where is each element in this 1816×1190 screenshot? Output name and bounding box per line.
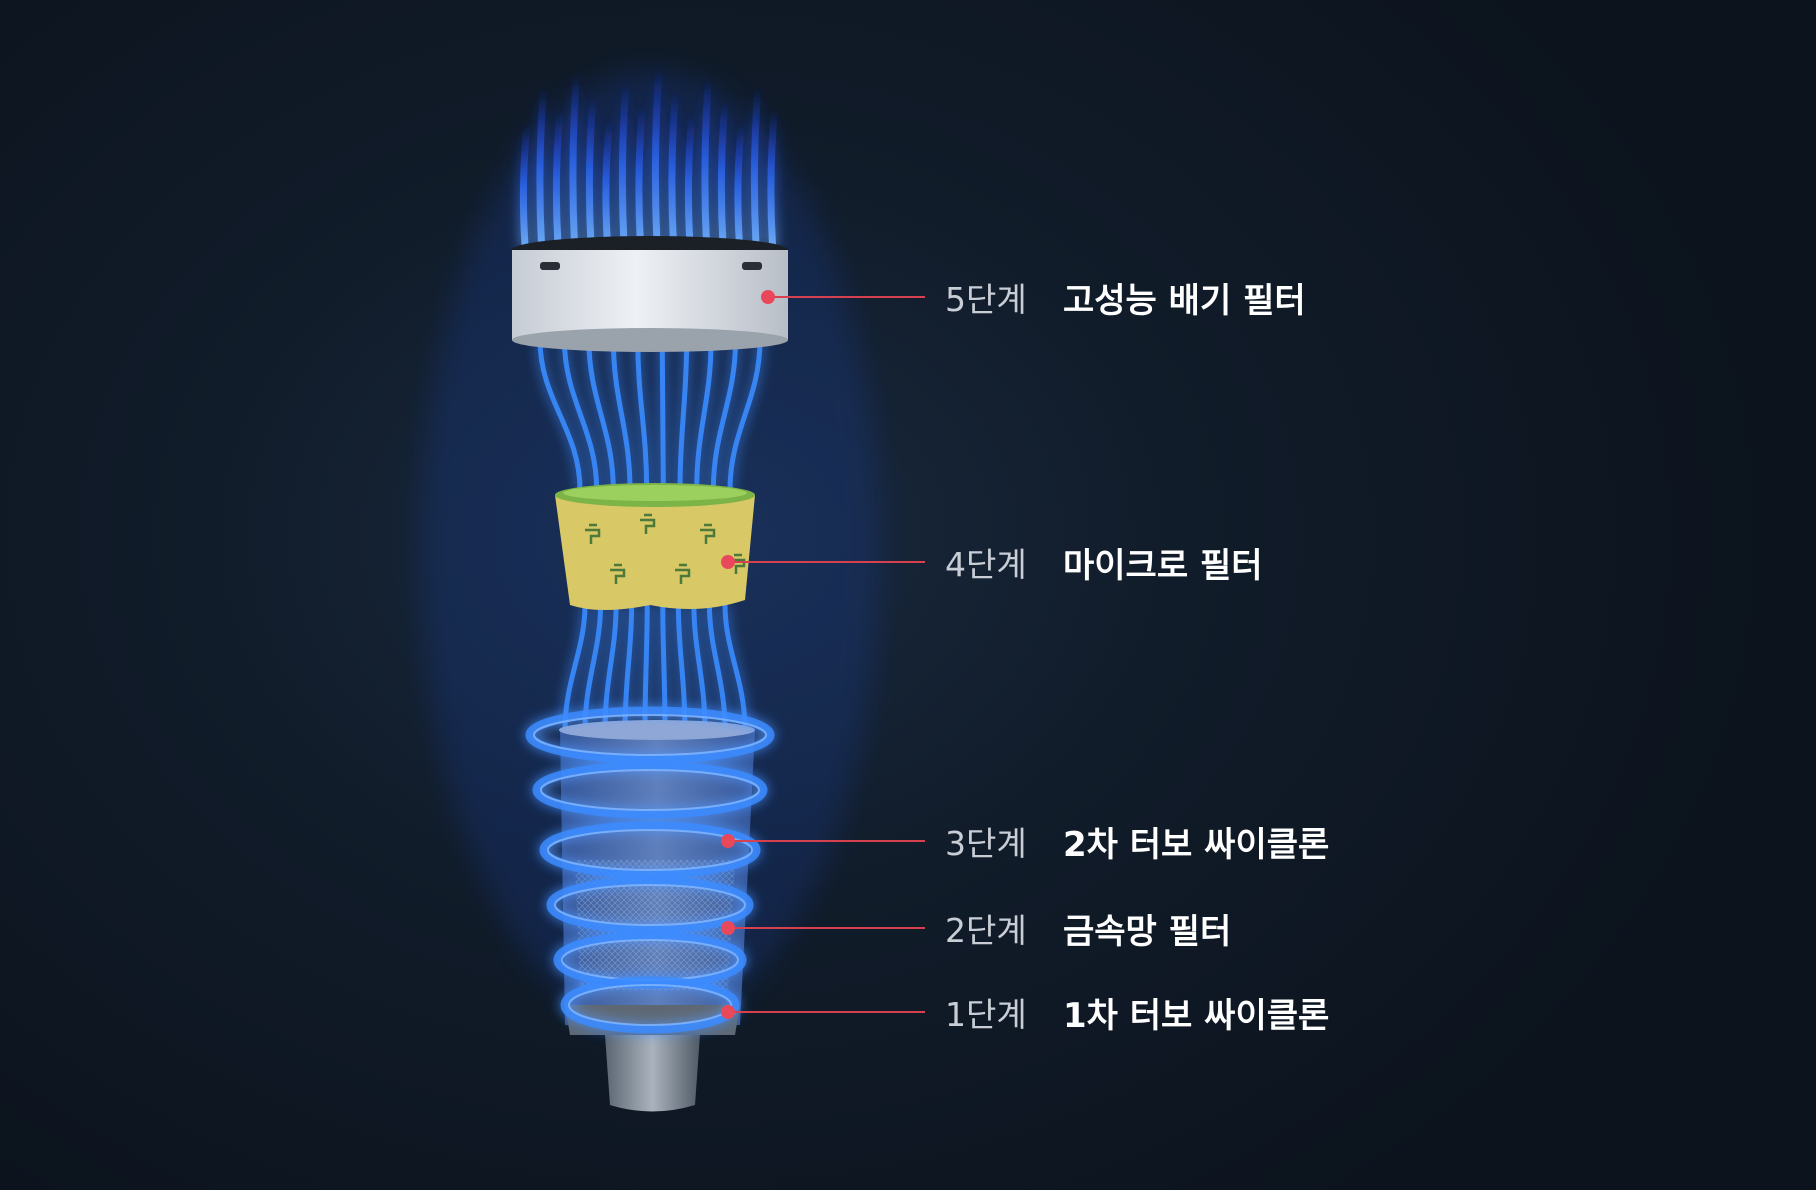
stage-5-label: 5단계 고성능 배기 필터: [945, 272, 1306, 322]
airflow-streak: [710, 339, 739, 491]
exhaust-flame-streak: [767, 106, 778, 249]
faucet-mark: [700, 523, 716, 544]
stage-title: 금속망 필터: [1063, 911, 1232, 952]
swirl-ring: [532, 761, 768, 819]
stage-title: 고성능 배기 필터: [1063, 280, 1306, 321]
swirl-ring: [546, 876, 754, 934]
exhaust-flame-streak: [569, 70, 580, 249]
exhaust-flame-streak: [651, 65, 663, 249]
exhaust-flame-streak: [519, 121, 531, 249]
exhaust-filter: [512, 236, 788, 352]
leader-lines: [721, 290, 925, 1019]
faucet-print-icon: [585, 513, 746, 584]
leader-dot: [721, 555, 735, 569]
leader-dot: [721, 921, 735, 935]
exhaust-airflow-top: [519, 65, 778, 249]
swirl-highlight: [533, 714, 767, 756]
swirl-highlight: [554, 884, 746, 926]
stage-title: 마이크로 필터: [1063, 545, 1263, 586]
stage-number: 3단계: [945, 824, 1027, 863]
cyclone-swirl-airflow: [525, 706, 775, 1034]
stage-number: 2단계: [945, 911, 1027, 950]
airflow-streak: [610, 339, 633, 491]
stage-4-label: 4단계 마이크로 필터: [945, 537, 1263, 587]
exhaust-flame-streak: [717, 97, 729, 249]
airflow-streak: [659, 339, 666, 491]
exhaust-flame-streak: [618, 79, 630, 249]
exhaust-flame-streak: [668, 88, 679, 249]
airflow-streak: [722, 604, 748, 731]
swirl-ring: [525, 706, 775, 764]
exhaust-flame-streak: [536, 84, 547, 249]
exhaust-flame-streak: [701, 74, 712, 249]
stage-1-label: 1단계 1차 터보 싸이클론: [945, 987, 1329, 1037]
faucet-mark: [585, 523, 601, 544]
cyclone-cup: [559, 720, 755, 1112]
airflow-streak: [694, 339, 714, 491]
faucet-mark: [610, 563, 626, 584]
exhaust-flame-streak: [585, 93, 597, 249]
stage-2-label: 2단계 금속망 필터: [945, 903, 1231, 953]
stage-title: 1차 터보 싸이클론: [1063, 995, 1330, 1036]
leader-dot: [721, 1005, 735, 1019]
exhaust-flame-streak: [750, 83, 762, 249]
leader-dot: [721, 834, 735, 848]
exhaust-flame-streak: [552, 107, 564, 249]
airflow-streak: [537, 339, 583, 491]
stage-number: 1단계: [945, 995, 1027, 1034]
swirl-highlight: [540, 769, 760, 811]
airflow-streak: [677, 339, 690, 491]
stage-title: 2차 터보 싸이클론: [1063, 824, 1330, 865]
airflow-streak: [727, 339, 763, 491]
airflow-upper: [537, 339, 763, 491]
swirl-ring: [539, 821, 761, 879]
exhaust-flame-streak: [684, 111, 696, 249]
airflow-streak: [561, 339, 600, 491]
stage-3-label: 3단계 2차 터보 싸이클론: [945, 816, 1329, 866]
stage-number: 4단계: [945, 545, 1027, 584]
faucet-mark: [730, 553, 746, 574]
swirl-ring: [560, 976, 740, 1034]
exhaust-flame-streak: [602, 116, 613, 249]
leader-dot: [761, 290, 775, 304]
swirl-highlight: [547, 829, 753, 871]
faucet-mark: [675, 563, 691, 584]
swirl-highlight: [568, 984, 732, 1026]
exhaust-flame-streak: [635, 102, 646, 249]
airflow-streak: [635, 339, 650, 491]
airflow-streak: [586, 339, 616, 491]
exhaust-flame-streak: [734, 120, 745, 249]
micro-filter: [555, 483, 755, 610]
faucet-mark: [640, 513, 656, 534]
stage-number: 5단계: [945, 280, 1027, 319]
